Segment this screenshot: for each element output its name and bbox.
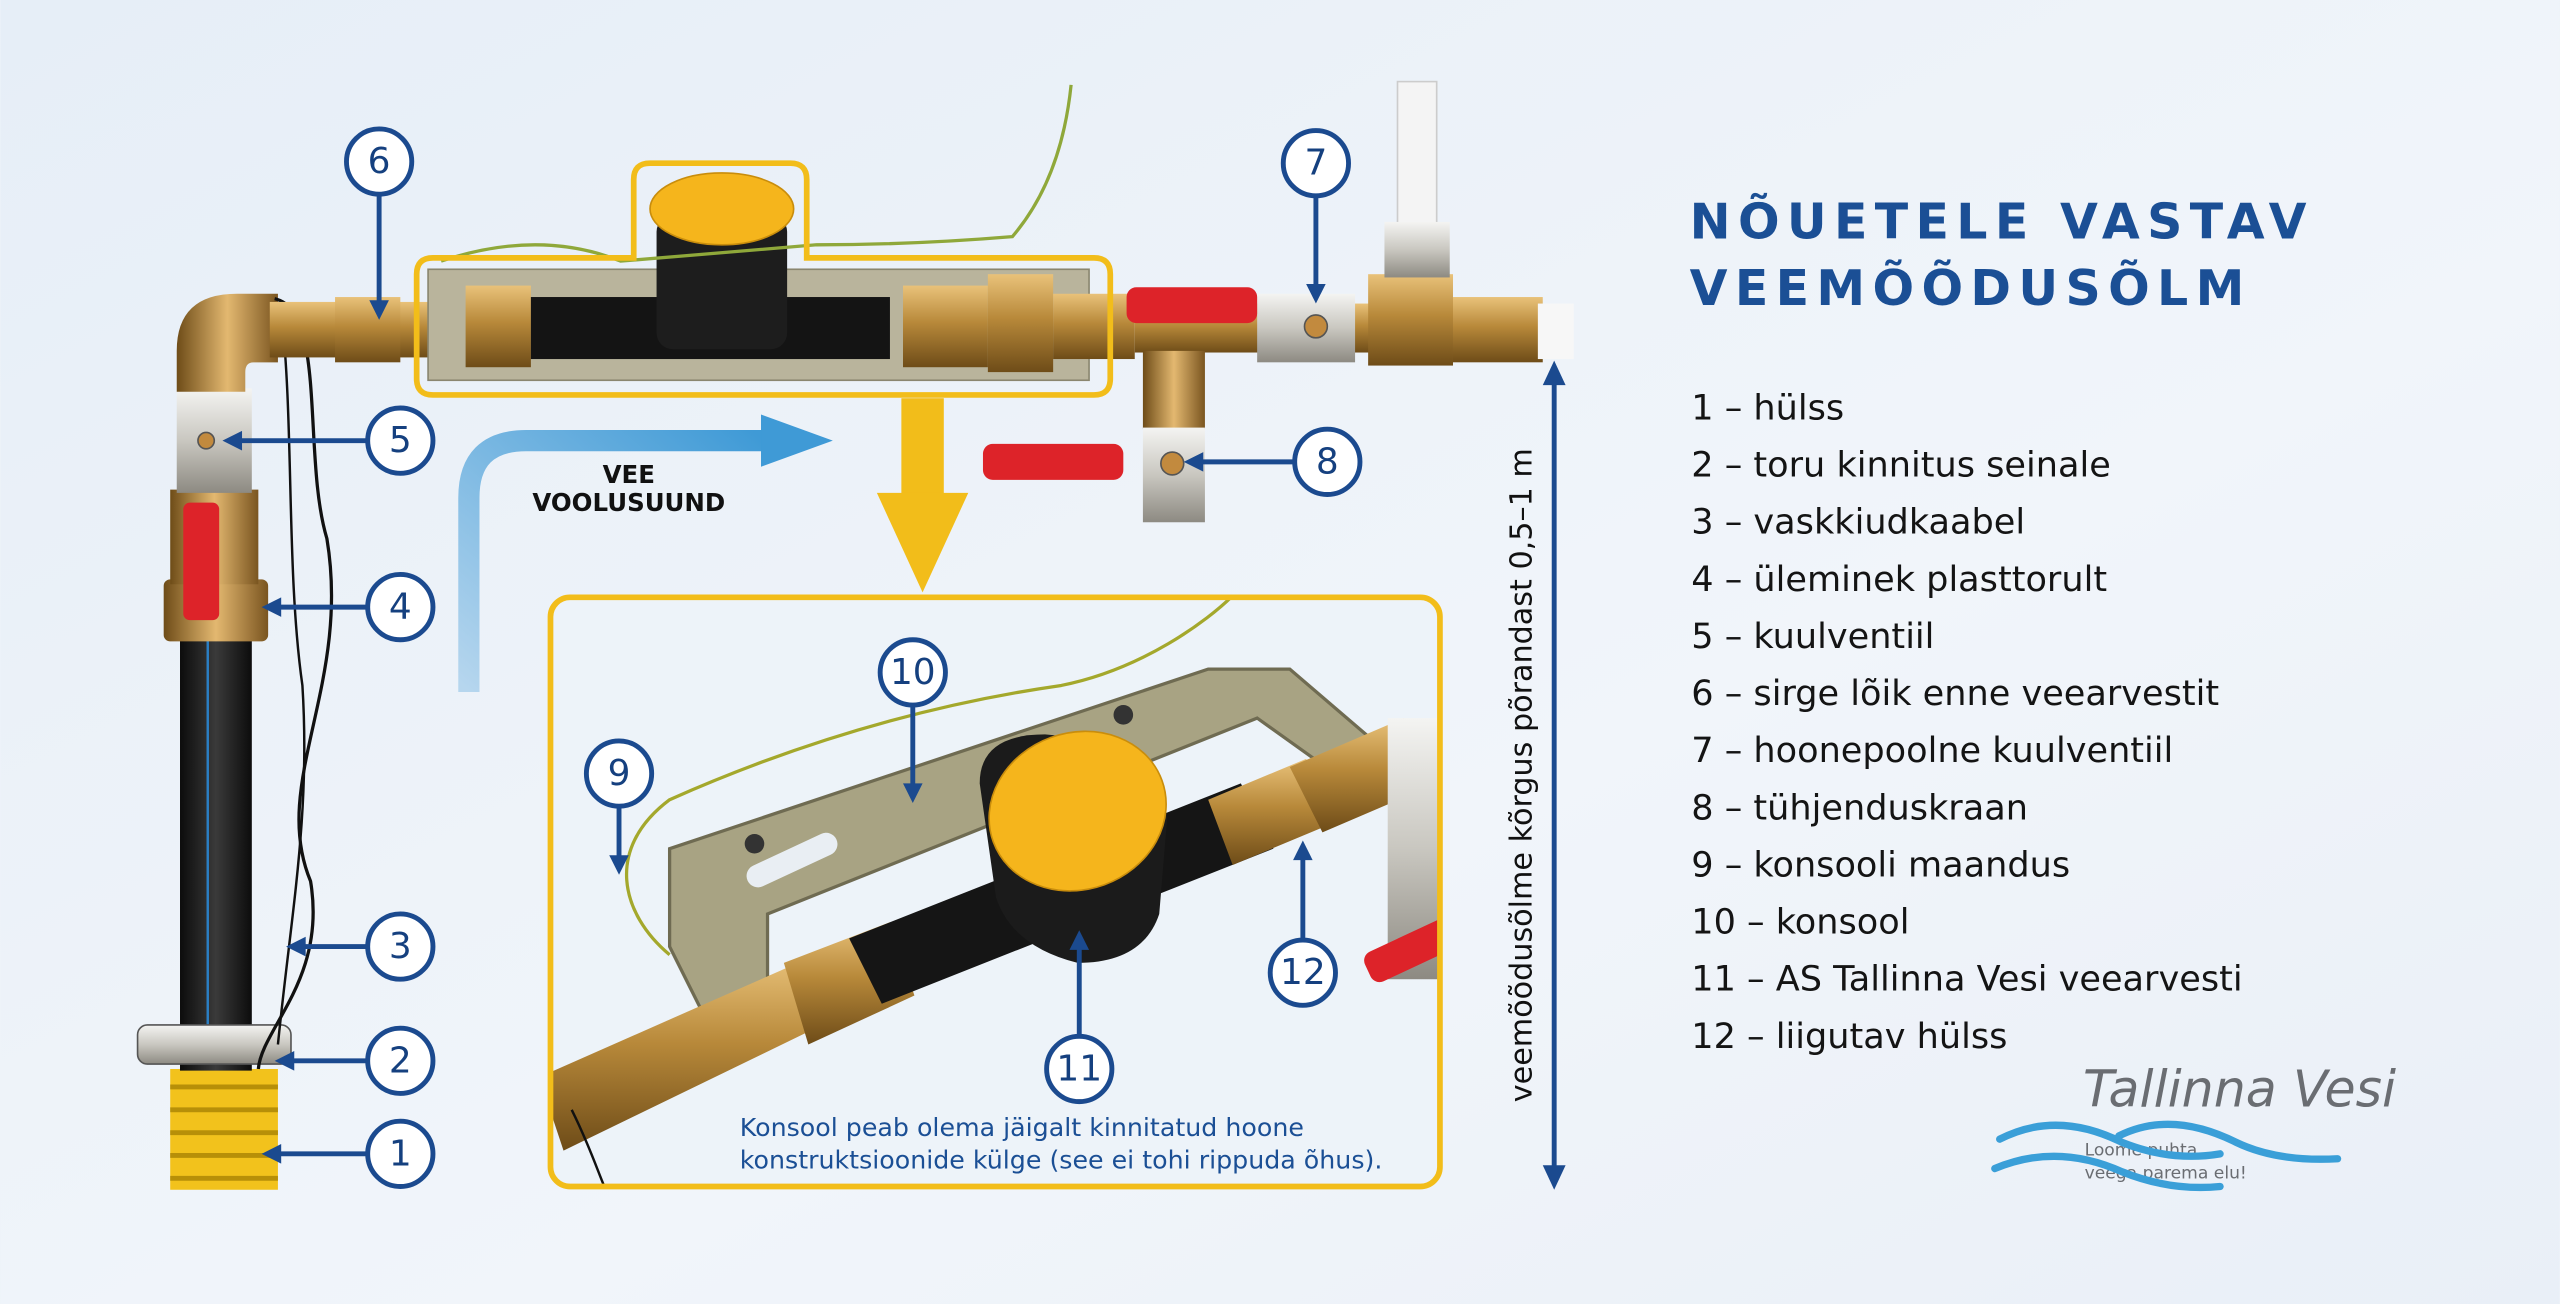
inset-caption-line2: konstruktsioonide külge (see ei tohi rip… (740, 1146, 1383, 1175)
page-title-line2: VEEMÕÕDUSÕLM (1690, 258, 2252, 317)
svg-text:12: 12 (1280, 952, 1326, 993)
wall-clamp (136, 1024, 292, 1065)
svg-text:2: 2 (389, 1040, 412, 1081)
svg-text:1: 1 (389, 1133, 412, 1174)
tallinna-vesi-logo: Tallinna Vesi Loome puhta veega parema e… (1991, 1060, 2396, 1192)
callout-1: 1 (365, 1118, 436, 1189)
svg-text:6: 6 (368, 141, 391, 182)
callout-4: 4 (365, 572, 436, 643)
page-title-line1: NÕUETELE VASTAV (1690, 191, 2314, 250)
inset-caption-line1: Konsool peab olema jäigalt kinnitatud ho… (740, 1113, 1304, 1142)
logo-tagline-line2: veega parema elu! (2085, 1163, 2247, 1183)
legend-item: 10 – konsool (1691, 902, 1909, 943)
svg-text:5: 5 (389, 420, 412, 461)
valve-handle-7 (1126, 287, 1258, 324)
legend-item: 6 – sirge lõik enne veearvestit (1691, 673, 2219, 714)
legend-item: 2 – toru kinnitus seinale (1691, 445, 2111, 486)
height-label: veemõõdusõlme kõrgus põrandast 0,5–1 m (1504, 448, 1539, 1102)
inset-detail-photo (550, 597, 1440, 1187)
legend-item: 1 – hülss (1691, 387, 1844, 428)
valve-handle-left (183, 502, 220, 621)
legend-item: 8 – tühjenduskraan (1691, 787, 2028, 828)
callout-5: 5 (365, 405, 436, 476)
svg-text:9: 9 (608, 753, 631, 794)
callout-7: 7 (1280, 128, 1351, 199)
inset-frame (547, 594, 1443, 1190)
zoom-arrow (876, 398, 969, 593)
svg-text:10: 10 (890, 652, 936, 693)
legend-item: 7 – hoonepoolne kuulventiil (1691, 730, 2173, 771)
callout-10: 10 (877, 637, 948, 708)
flow-direction-arrow (458, 414, 833, 692)
callout-12: 12 (1267, 937, 1338, 1008)
callout-3: 3 (365, 911, 436, 982)
meter-highlight-frame (413, 160, 1114, 398)
inset-valve-handle (1364, 917, 1440, 983)
copper-cable (256, 297, 334, 1070)
svg-text:4: 4 (389, 587, 412, 628)
callout-2: 2 (365, 1025, 436, 1096)
legend-item: 9 – konsooli maandus (1691, 844, 2070, 885)
svg-text:11: 11 (1056, 1048, 1102, 1089)
legend-item: 12 – liigutav hülss (1691, 1016, 2007, 1057)
white-pipe (1396, 80, 1438, 230)
legend-item: 11 – AS Tallinna Vesi veearvesti (1691, 959, 2242, 1000)
callout-11: 11 (1044, 1033, 1115, 1105)
inset-meter-lid (988, 730, 1167, 892)
plastic-pipe (180, 633, 252, 1071)
logo-name: Tallinna Vesi (2083, 1060, 2396, 1119)
svg-text:3: 3 (389, 926, 412, 967)
callout-9: 9 (583, 738, 655, 809)
legend-list: 1 – hülss 2 – toru kinnitus seinale 3 – … (1691, 387, 2242, 1056)
legend-item: 4 – üleminek plasttorult (1691, 559, 2107, 600)
callout-6: 6 (344, 126, 415, 197)
legend-item: 5 – kuulventiil (1691, 616, 1934, 657)
legend-item: 3 – vaskkiudkaabel (1691, 502, 2025, 543)
water-meter-lid (649, 172, 795, 246)
top-pipe-assembly (269, 80, 1574, 523)
svg-text:8: 8 (1316, 441, 1339, 482)
callout-arrows (222, 194, 1326, 1164)
elbow-fitting (176, 293, 278, 392)
left-pipe-assembly (136, 293, 334, 1190)
height-indicator (1542, 360, 1566, 1190)
svg-text:7: 7 (1304, 143, 1327, 184)
flow-label-line1: VEE (603, 460, 655, 489)
wave-icon (1991, 1120, 2342, 1192)
callout-8: 8 (1292, 426, 1363, 497)
valve-handle-8 (982, 443, 1124, 480)
flow-label-line2: VOOLUSUUND (532, 488, 725, 517)
